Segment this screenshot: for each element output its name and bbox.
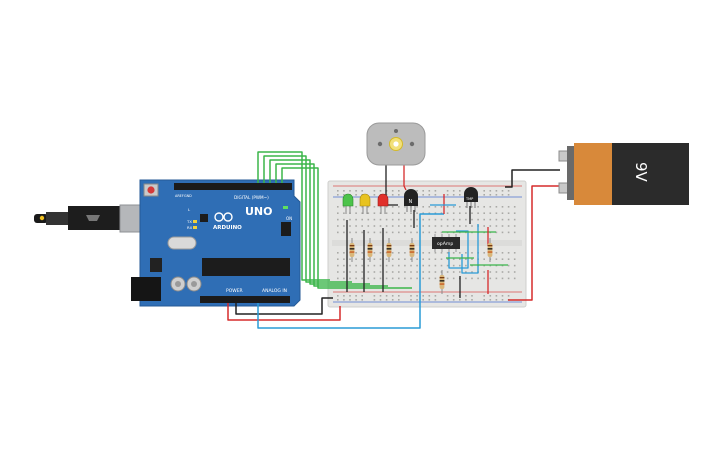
voltage-regulator: [150, 258, 162, 272]
wire-blue-analog: [257, 213, 444, 329]
power-label: POWER: [226, 288, 243, 294]
on-label: ON: [286, 216, 292, 221]
wire-green-1: [257, 151, 330, 281]
jumper-blue-2: [461, 224, 479, 274]
usb-cable-led: [39, 215, 45, 221]
arduino-uno-board[interactable]: UNO ARDUINO DIGITAL (PWM~) POWER ANALOG …: [34, 179, 301, 307]
digital-header: [174, 183, 292, 190]
gnd-label: GND: [184, 194, 192, 198]
wire-green-4: [275, 163, 388, 287]
resistor-3[interactable]: [386, 238, 392, 262]
digital-header-label: DIGITAL (PWM~): [234, 195, 269, 200]
wire-green-2: [263, 155, 352, 283]
wire-black-gnd: [235, 297, 333, 315]
resistors[interactable]: [349, 238, 493, 294]
brand-label: UNO: [245, 205, 273, 218]
resistor-1[interactable]: [349, 238, 355, 262]
opamp-label: opAmp: [437, 241, 453, 247]
arduino-logo-icon: [214, 212, 233, 222]
wire-red-battery: [508, 185, 560, 301]
leds[interactable]: [342, 193, 389, 214]
battery-9v[interactable]: 9V: [558, 143, 689, 205]
power-analog-header: [200, 296, 290, 303]
wire-black-battery: [505, 169, 560, 188]
rx-label: RX: [187, 225, 193, 230]
temperature-sensor[interactable]: TMP: [464, 187, 478, 208]
l-label: L: [188, 207, 191, 212]
wire-green-3: [269, 159, 370, 285]
battery-terminal-1: [558, 150, 569, 162]
wire-red-5v: [227, 303, 341, 321]
analog-in-label: ANALOG IN: [262, 288, 287, 294]
led-red[interactable]: [377, 193, 389, 214]
jumper-blue-1: [448, 230, 469, 269]
led-green[interactable]: [342, 193, 354, 214]
reset-button[interactable]: [147, 186, 155, 194]
resistor-4[interactable]: [409, 238, 415, 262]
resistor-6[interactable]: [487, 238, 493, 262]
tx-label: TX: [186, 219, 192, 224]
arduino-logo-text: ARDUINO: [213, 225, 242, 231]
led-yellow[interactable]: [359, 193, 371, 214]
battery-label: 9V: [632, 162, 650, 183]
temperature-sensor-label: TMP: [465, 197, 473, 201]
resistor-5[interactable]: [439, 270, 445, 294]
dc-motor[interactable]: [366, 122, 426, 166]
wire-green-5: [281, 167, 412, 289]
power-jack: [131, 277, 161, 301]
transistor-n-label: N: [409, 199, 413, 205]
battery-terminal-2: [558, 182, 569, 194]
opamp-ic[interactable]: opAmp: [432, 234, 460, 252]
resistor-2[interactable]: [367, 238, 373, 262]
aref-label: AREF: [175, 194, 184, 198]
transistor-n[interactable]: N: [404, 189, 418, 212]
crystal-oscillator: [167, 236, 197, 250]
motor-lead-red: [403, 158, 407, 191]
wires: [227, 151, 560, 329]
atmega-chip: [202, 258, 290, 276]
